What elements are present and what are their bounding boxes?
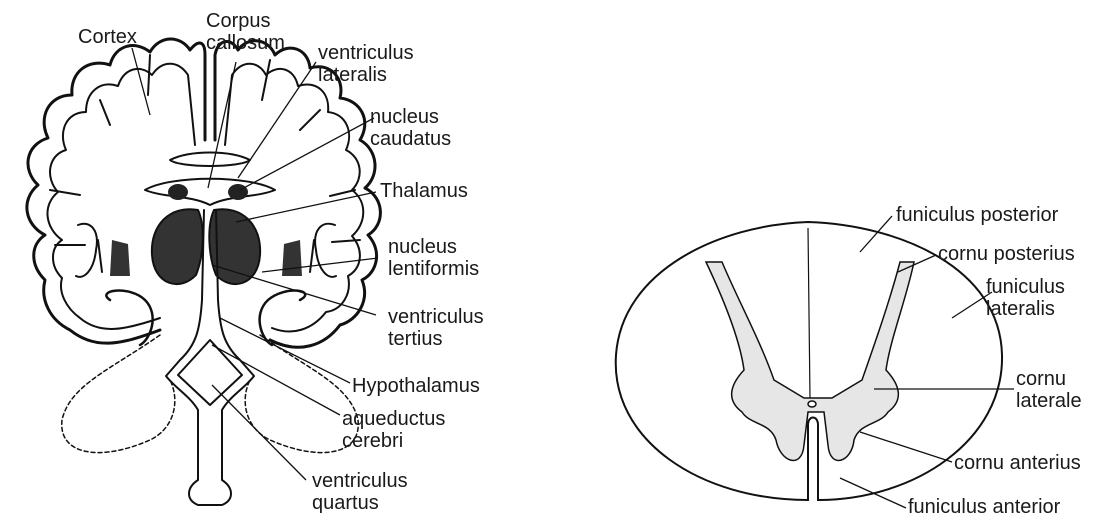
- label-nucleus-caudatus: nucleus caudatus: [370, 106, 451, 150]
- label-thalamus: Thalamus: [380, 180, 468, 202]
- label-cornu-anterius: cornu anterius: [954, 452, 1081, 474]
- label-funiculus-lateralis: funiculus lateralis: [986, 276, 1065, 320]
- thalamus-left: [152, 209, 203, 284]
- label-nucleus-lentiformis: nucleus lentiformis: [388, 236, 479, 280]
- label-ventriculus-tertius: ventriculus tertius: [388, 306, 484, 350]
- label-funiculus-anterior: funiculus anterior: [908, 496, 1060, 518]
- label-funiculus-posterior: funiculus posterior: [896, 204, 1058, 226]
- label-cornu-laterale: cornu laterale: [1016, 368, 1082, 412]
- label-ventriculus-quartus: ventriculus quartus: [312, 470, 408, 514]
- central-canal: [808, 401, 816, 407]
- label-hypothalamus: Hypothalamus: [352, 375, 480, 397]
- label-ventriculus-lateralis: ventriculus lateralis: [318, 42, 414, 86]
- brain-section: [27, 39, 380, 505]
- lentiform-left: [76, 224, 130, 277]
- caudate-left: [168, 184, 188, 200]
- cerebellum-left: [62, 335, 175, 453]
- caudate-right: [228, 184, 248, 200]
- label-aqueductus-cerebri: aqueductus cerebri: [342, 408, 445, 452]
- corpus-callosum-shape: [170, 153, 250, 167]
- label-cornu-posterius: cornu posterius: [938, 243, 1075, 265]
- label-corpus-callosum: Corpus callosum: [206, 10, 285, 54]
- label-cortex: Cortex: [78, 26, 137, 48]
